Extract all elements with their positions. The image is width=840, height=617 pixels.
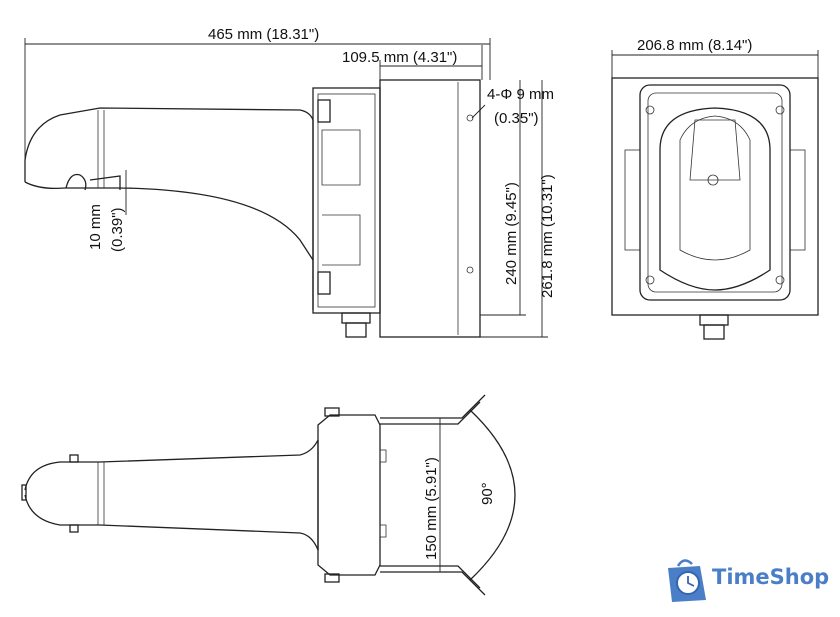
plate-height-label: 261.8 mm (10.31")	[539, 174, 556, 298]
box-height-label: 240 mm (9.45")	[503, 182, 520, 285]
box-depth-label: 109.5 mm (4.31")	[342, 49, 457, 66]
hole-spec-in-label: (0.35")	[494, 110, 539, 127]
lip-mm-label: 10 mm	[87, 204, 104, 250]
hole-spec-label: 4-Φ 9 mm	[487, 86, 554, 103]
front-view	[611, 50, 819, 340]
clock-bag-icon	[668, 559, 706, 602]
plate-width-label: 206.8 mm (8.14")	[637, 37, 752, 54]
bottom-view	[21, 394, 516, 596]
bracket-span-label: 150 mm (5.91")	[423, 457, 440, 560]
logo-text: TimeShop	[712, 565, 830, 589]
total-length-label: 465 mm (18.31")	[208, 26, 319, 43]
lip-in-label: (0.39")	[109, 207, 126, 252]
side-view	[24, 38, 548, 338]
angle-label: 90°	[479, 482, 496, 505]
